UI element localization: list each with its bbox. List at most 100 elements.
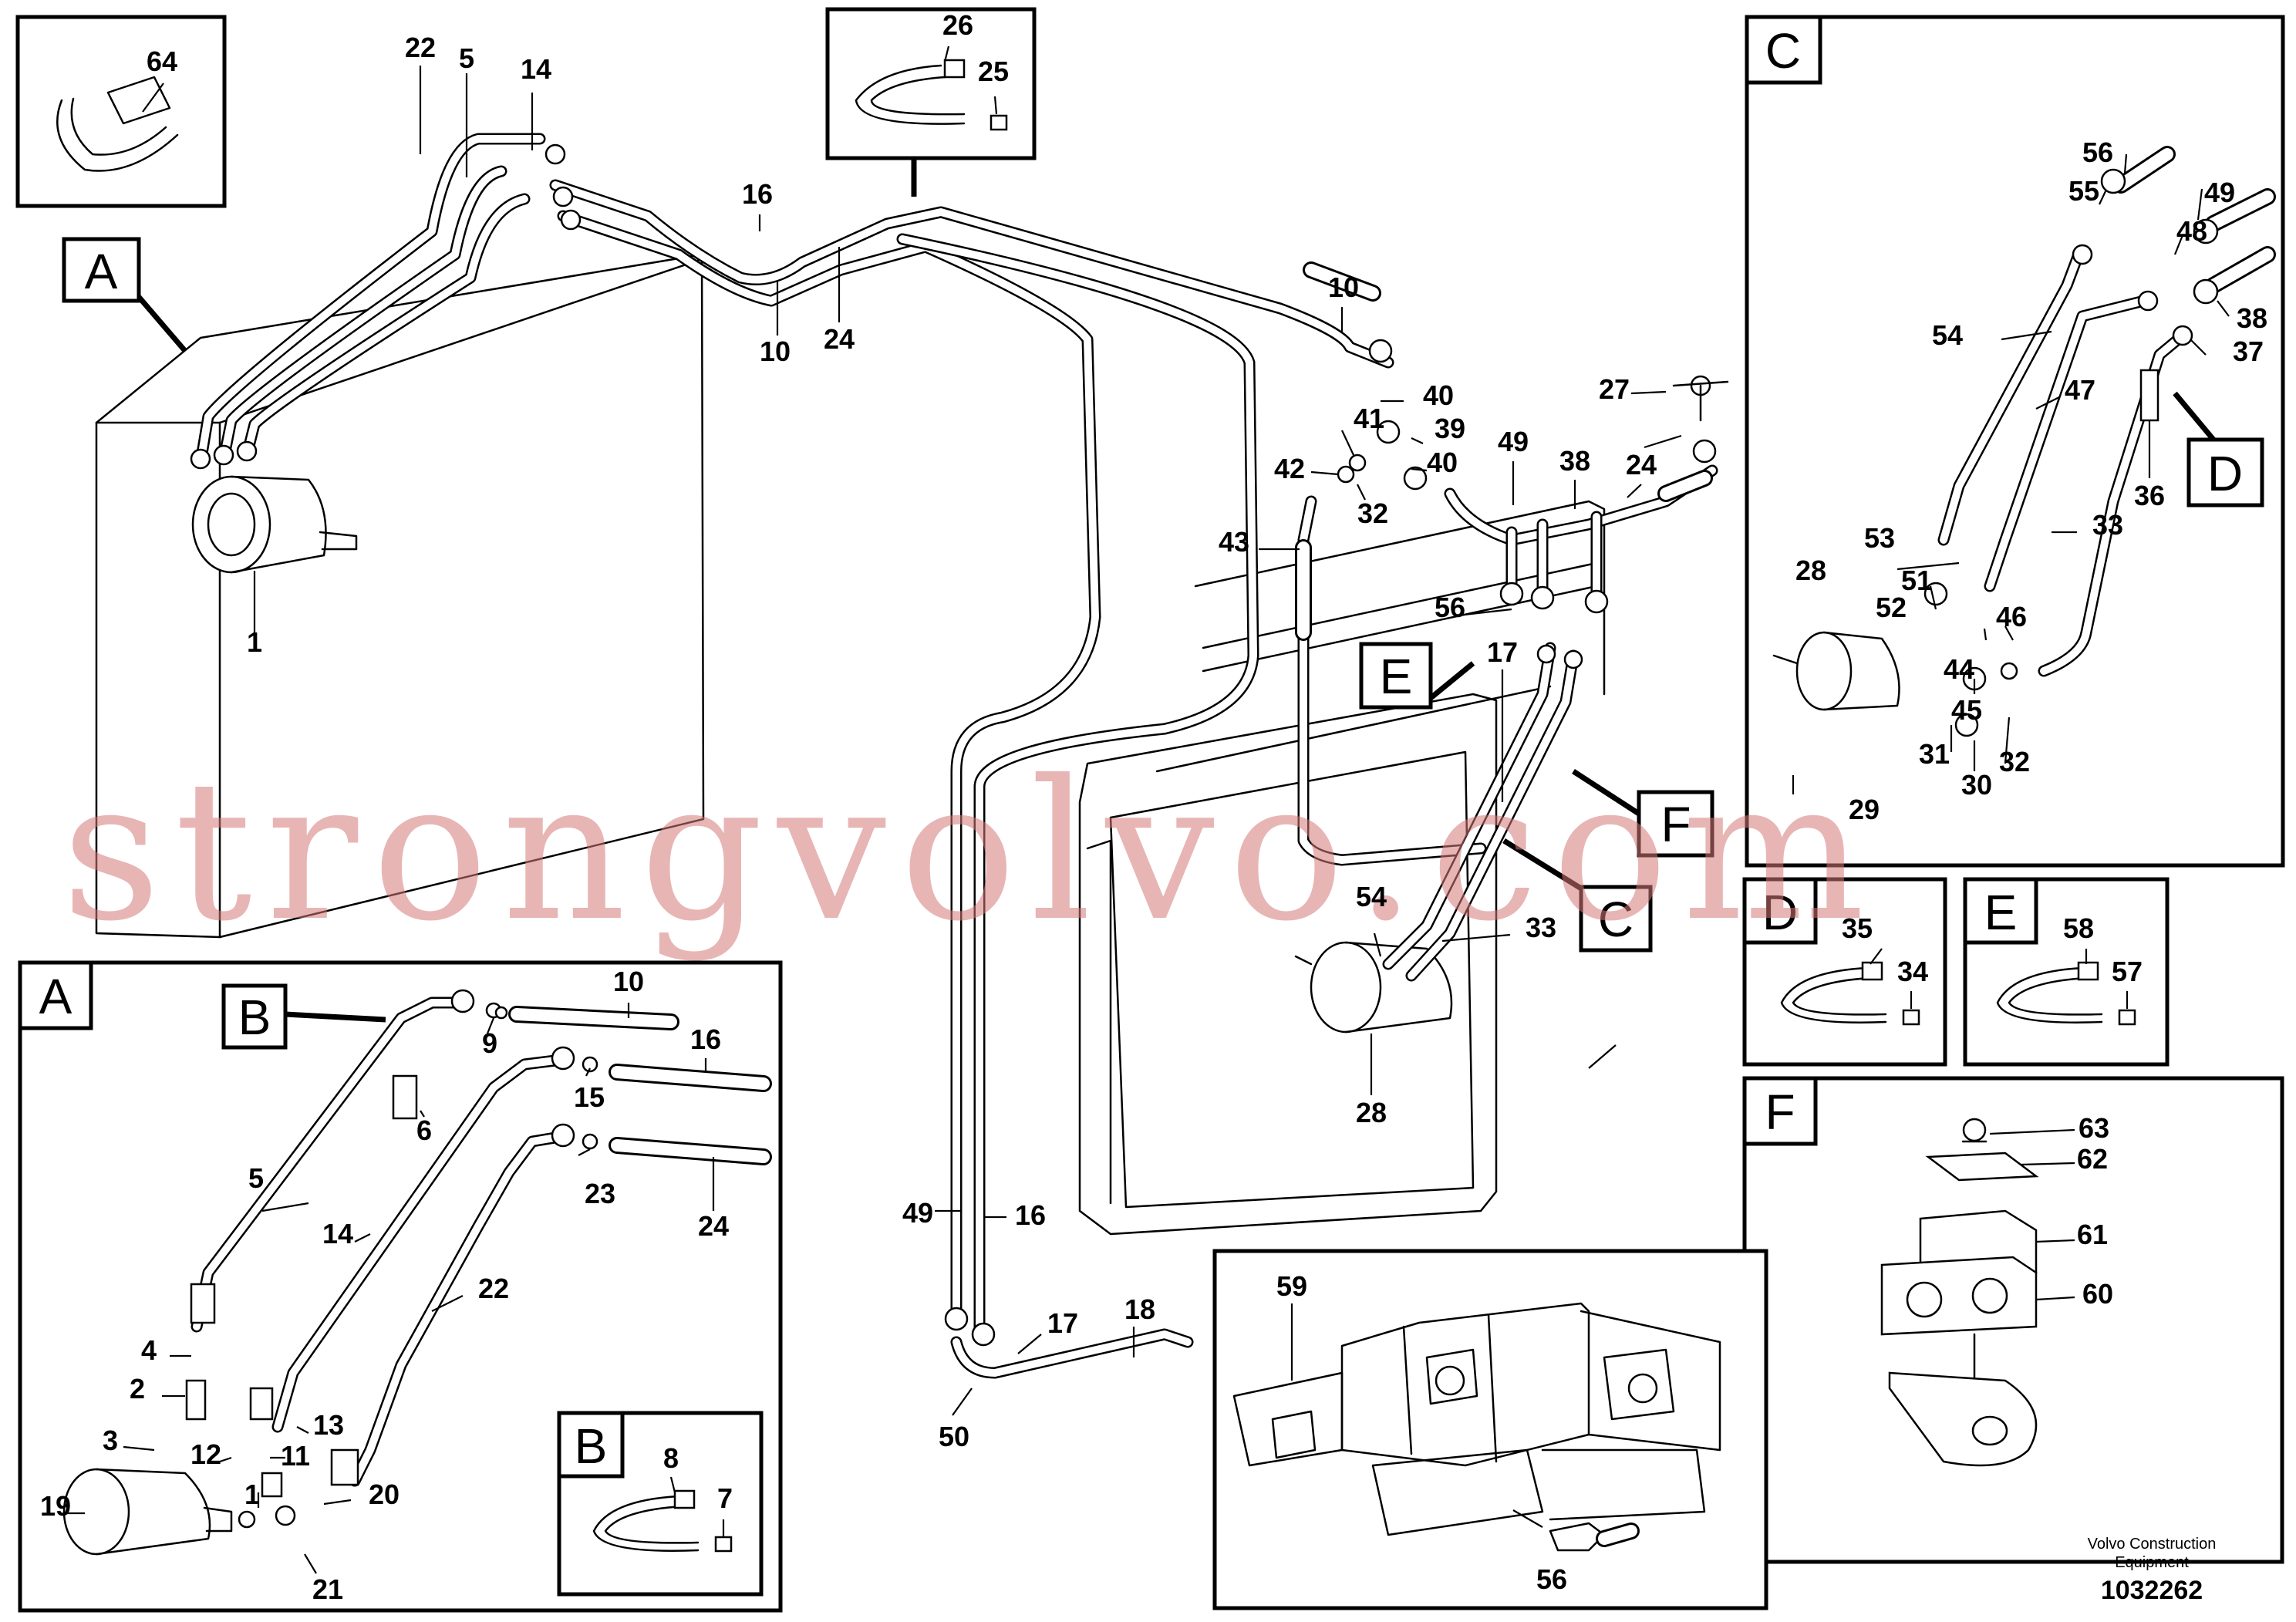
callout-18: 18 xyxy=(1124,1293,1155,1325)
callout-8: 8 xyxy=(663,1442,679,1474)
callout-31: 31 xyxy=(1919,738,1950,770)
callout-10: 10 xyxy=(1328,271,1359,303)
callout-24: 24 xyxy=(824,323,855,355)
tag-c-pointer-label: C xyxy=(1598,892,1633,947)
callout-26: 26 xyxy=(942,9,973,41)
callout-24: 24 xyxy=(1626,449,1657,481)
tag-c-detail-label: C xyxy=(1765,23,1801,79)
callout-49: 49 xyxy=(2204,177,2235,208)
pump-1 xyxy=(191,475,358,574)
tag-b-detail-label: B xyxy=(575,1418,608,1474)
callout-46: 46 xyxy=(1996,601,2027,632)
tag-f-detail xyxy=(1742,1076,1818,1146)
fittings xyxy=(190,143,1729,1347)
callout-44: 44 xyxy=(1944,653,1974,685)
callout-17: 17 xyxy=(1047,1307,1078,1339)
callout-4: 4 xyxy=(141,1334,157,1366)
callout-6: 6 xyxy=(416,1114,432,1146)
tag-b-pointer-label: B xyxy=(238,990,271,1045)
footer: Volvo Construction Equipment 1032262 xyxy=(2088,1536,2217,1605)
callout-40: 40 xyxy=(1427,447,1458,478)
callout-47: 47 xyxy=(2065,374,2095,406)
callout-leaders xyxy=(253,66,1682,1416)
callout-63: 63 xyxy=(2079,1112,2109,1144)
tag-f-detail-label: F xyxy=(1765,1084,1795,1140)
callout-35: 35 xyxy=(1842,912,1873,944)
callout-41: 41 xyxy=(1354,403,1384,434)
callout-49: 49 xyxy=(902,1197,933,1229)
callout-37: 37 xyxy=(2233,336,2264,367)
callout-16: 16 xyxy=(1015,1199,1046,1231)
callout-40: 40 xyxy=(1423,379,1454,411)
detail-f: F xyxy=(1742,1076,2284,1564)
drawing-number: 1032262 xyxy=(2101,1576,2203,1605)
callout-56: 56 xyxy=(1536,1563,1567,1595)
callout-2: 2 xyxy=(130,1373,145,1404)
callout-5: 5 xyxy=(459,42,474,74)
radiator-unit xyxy=(1078,500,1606,1236)
tag-d-detail xyxy=(1742,877,1818,945)
tag-d-pointer-label: D xyxy=(2207,446,2243,501)
publisher-line-1: Volvo Construction xyxy=(2088,1536,2217,1553)
callout-54: 54 xyxy=(1356,881,1387,912)
callout-43: 43 xyxy=(1219,526,1249,558)
callout-59: 59 xyxy=(1276,1270,1307,1302)
callout-34: 34 xyxy=(1897,956,1928,987)
detail-tie-26 xyxy=(825,7,1037,197)
tag-a-detail-label: A xyxy=(39,969,72,1024)
detail-clamp-64 xyxy=(15,15,227,208)
callout-27: 27 xyxy=(1599,373,1630,405)
callout-51: 51 xyxy=(1901,565,1932,596)
detail-e: E xyxy=(1963,877,2170,1067)
callout-30: 30 xyxy=(1961,769,1992,801)
callout-19: 19 xyxy=(40,1490,71,1522)
callout-60: 60 xyxy=(2082,1278,2113,1310)
callout-42: 42 xyxy=(1274,453,1305,484)
callout-33: 33 xyxy=(2092,509,2123,541)
tag-b-pointer xyxy=(221,983,288,1050)
callout-17: 17 xyxy=(1487,636,1518,668)
callout-28: 28 xyxy=(1356,1097,1387,1128)
callout-36: 36 xyxy=(2134,480,2165,511)
callout-3: 3 xyxy=(103,1425,118,1456)
detail-d: D xyxy=(1742,877,1947,1067)
tag-f-pointer-label: F xyxy=(1660,797,1691,852)
detail-machine-59 xyxy=(1212,1249,1768,1610)
callout-58: 58 xyxy=(2063,912,2094,944)
callout-24: 24 xyxy=(698,1210,729,1242)
callout-48: 48 xyxy=(2176,215,2207,247)
callout-21: 21 xyxy=(312,1573,343,1605)
pipe-bundle xyxy=(194,133,1718,1379)
callout-62: 62 xyxy=(2077,1143,2108,1175)
motor-28 xyxy=(1294,941,1453,1034)
callout-39: 39 xyxy=(1435,413,1465,444)
callout-15: 15 xyxy=(574,1081,605,1113)
callout-9: 9 xyxy=(482,1027,497,1059)
callout-14: 14 xyxy=(322,1218,353,1249)
callout-22: 22 xyxy=(478,1273,509,1304)
callout-56: 56 xyxy=(1435,592,1465,623)
callout-64: 64 xyxy=(147,46,177,77)
callout-11: 11 xyxy=(281,1440,310,1472)
tag-d-detail-label: D xyxy=(1762,885,1798,940)
callout-56: 56 xyxy=(2082,137,2113,168)
tag-e-pointer xyxy=(1359,642,1433,710)
callout-16: 16 xyxy=(742,178,773,210)
detail-b: B xyxy=(557,1411,764,1597)
detail-c: C xyxy=(1745,15,2285,868)
callout-23: 23 xyxy=(585,1178,615,1209)
callout-61: 61 xyxy=(2077,1219,2108,1250)
tag-a-pointer-label: A xyxy=(85,244,118,299)
callout-22: 22 xyxy=(405,32,436,63)
callout-12: 12 xyxy=(190,1438,221,1470)
callout-29: 29 xyxy=(1849,794,1880,825)
view-pointers: A E F C xyxy=(62,237,1714,953)
tag-e-detail xyxy=(1963,877,2038,945)
callout-1: 1 xyxy=(244,1479,260,1510)
callout-49: 49 xyxy=(1498,426,1529,457)
tag-c-detail xyxy=(1745,15,1822,85)
callout-38: 38 xyxy=(1559,445,1590,477)
callout-50: 50 xyxy=(939,1421,969,1452)
